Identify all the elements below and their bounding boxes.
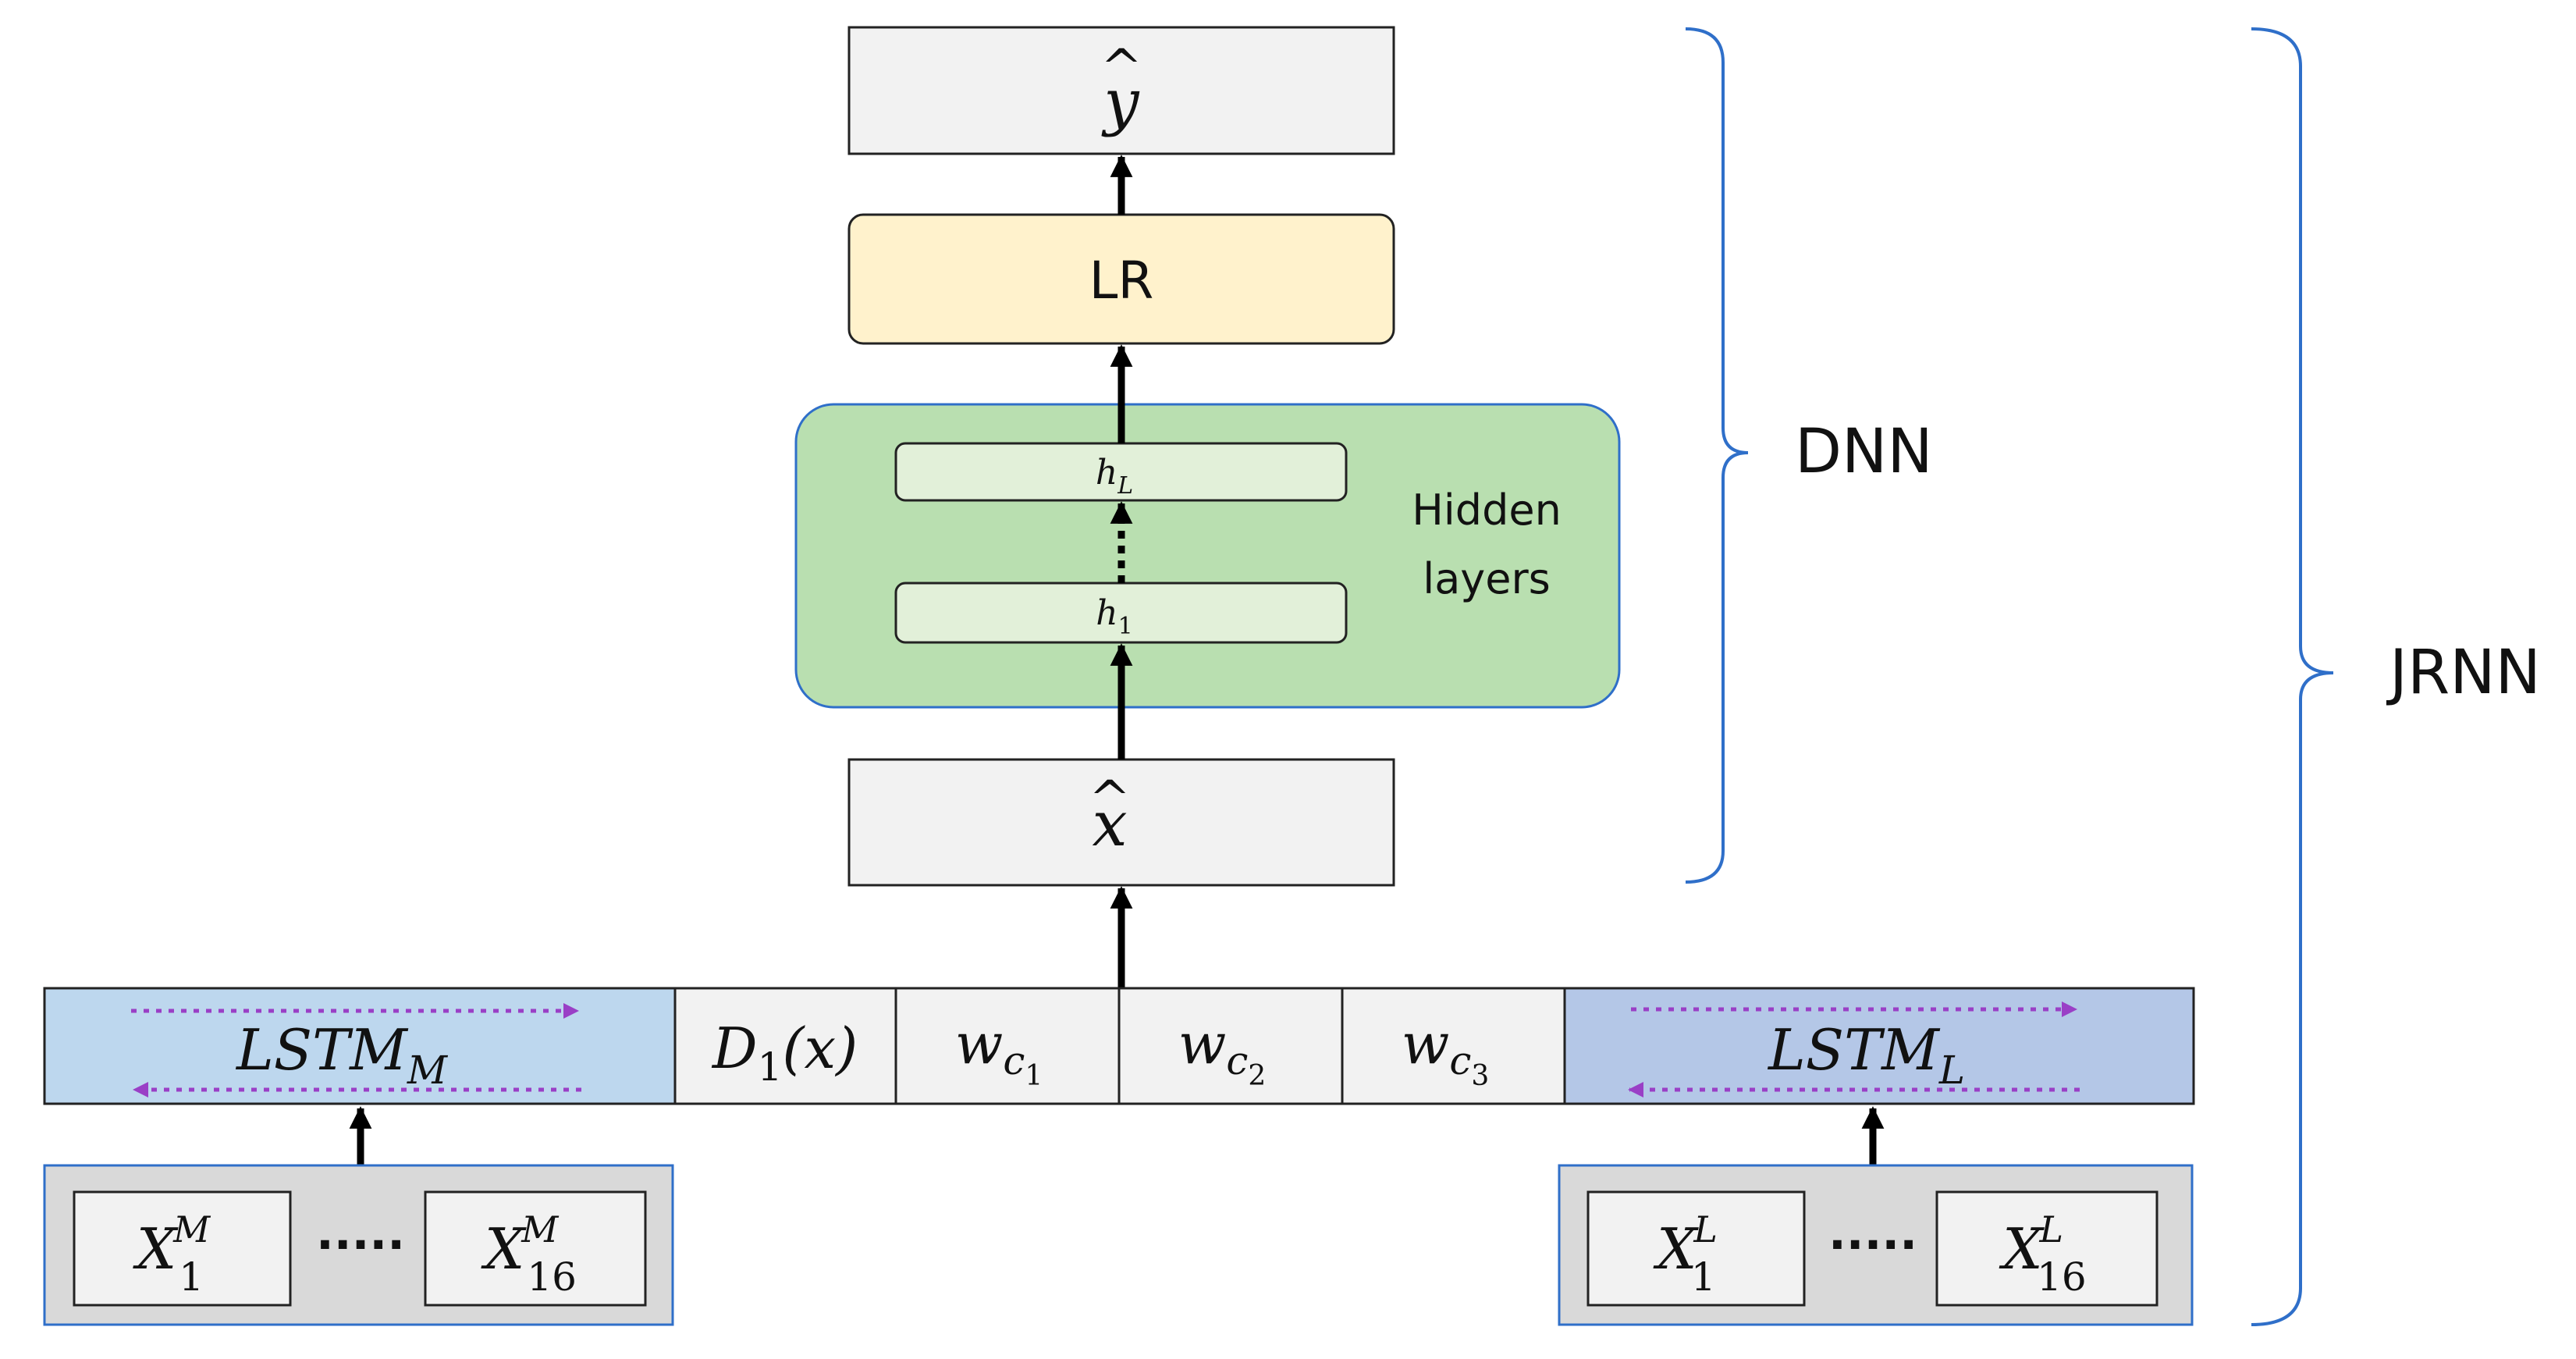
d1-label: D1(x) bbox=[711, 1016, 858, 1090]
hidden-top-label: hL bbox=[1096, 453, 1133, 500]
wc1-label: wc1 bbox=[955, 1011, 1043, 1092]
feature-row: LSTMM D1(x) wc1 wc2 wc3 LSTML bbox=[43, 987, 2195, 1105]
lr-label: LR bbox=[1089, 251, 1154, 311]
wc1-cell bbox=[894, 987, 1121, 1105]
hidden-bottom-label: h1 bbox=[1096, 593, 1132, 640]
input-m-last-box bbox=[424, 1190, 647, 1307]
wc3-label: wc3 bbox=[1402, 1011, 1490, 1092]
input-hat: ^ bbox=[1089, 770, 1131, 828]
wc3-cell bbox=[1341, 987, 1566, 1105]
lstm-l-label: LSTML bbox=[1767, 1017, 1965, 1093]
hidden-caption-line2: layers bbox=[1423, 554, 1551, 603]
hidden-layers-group: hL h1 Hidden layers bbox=[794, 403, 1621, 709]
wc2-label: wc2 bbox=[1178, 1011, 1267, 1092]
dnn-brace: DNN bbox=[1685, 27, 1933, 884]
input-representation-node: ^ x bbox=[847, 758, 1395, 887]
output-node: ^ y bbox=[847, 26, 1395, 155]
input-m-ellipsis: ..... bbox=[316, 1206, 405, 1261]
dnn-label: DNN bbox=[1795, 417, 1933, 487]
jrnn-brace: JRNN bbox=[2251, 27, 2541, 1326]
input-l-last-box bbox=[1935, 1190, 2159, 1307]
hidden-caption-line1: Hidden bbox=[1412, 486, 1562, 535]
lr-node: LR bbox=[847, 213, 1395, 345]
output-hat: ^ bbox=[1100, 39, 1142, 97]
lstm-m-label: LSTMM bbox=[235, 1017, 449, 1093]
input-l-ellipsis: ..... bbox=[1828, 1206, 1917, 1261]
output-label: y bbox=[1101, 66, 1140, 138]
input-l-first-box bbox=[1586, 1190, 1806, 1307]
input-label: x bbox=[1092, 788, 1127, 860]
input-m-first-box bbox=[73, 1190, 292, 1307]
jrnn-label: JRNN bbox=[2386, 638, 2541, 708]
